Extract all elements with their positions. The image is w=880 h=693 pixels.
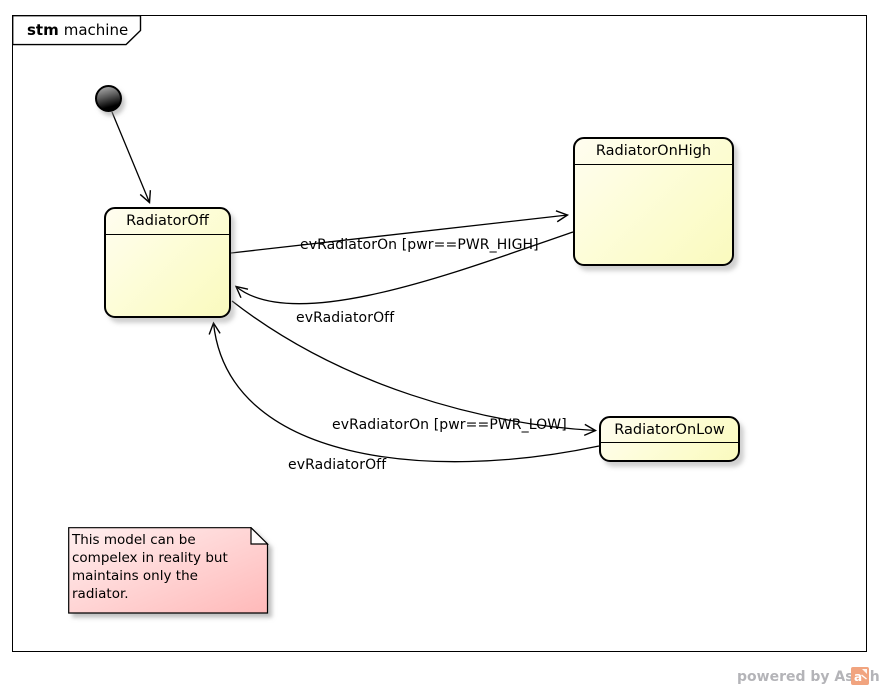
- transition-off-to-high[interactable]: [230, 215, 568, 254]
- state-radiator-on-low[interactable]: RadiatorOnLow: [599, 416, 740, 462]
- transition-label-high-to-off: evRadiatorOff: [296, 310, 395, 326]
- note-line: maintains only the: [72, 568, 198, 584]
- astah-logo-icon[interactable]: a: [851, 667, 869, 685]
- transition-label-low-to-off: evRadiatorOff: [288, 457, 387, 473]
- frame-tab: [12, 15, 142, 46]
- state-radiator-on-high[interactable]: RadiatorOnHigh: [573, 137, 734, 266]
- note-fold-corner: [250, 526, 269, 545]
- note[interactable]: This model can be compelex in reality bu…: [68, 526, 278, 627]
- note-line: This model can be: [72, 532, 196, 548]
- note-body: [68, 527, 269, 614]
- transition-label-off-to-low: evRadiatorOn [pwr==PWR_LOW]: [332, 417, 567, 433]
- frame-name: machine: [63, 21, 129, 39]
- transition-off-to-low[interactable]: [231, 300, 596, 431]
- note-line: radiator.: [72, 586, 129, 602]
- state-radiator-off[interactable]: RadiatorOff: [104, 207, 231, 318]
- state-name-label: RadiatorOnHigh: [575, 139, 732, 165]
- transition-high-to-off[interactable]: [236, 231, 574, 305]
- frame-tab-shape: [12, 15, 142, 46]
- state-name-label: RadiatorOnLow: [601, 418, 738, 443]
- frame-keyword: stm: [27, 21, 59, 39]
- note-shape: [68, 526, 269, 614]
- state-name-label: RadiatorOff: [106, 209, 229, 235]
- transition-low-to-off[interactable]: [214, 323, 600, 463]
- transition-initial-to-off[interactable]: [111, 111, 150, 203]
- note-text: This model can be compelex in reality bu…: [72, 531, 228, 603]
- diagram-frame: [12, 15, 867, 652]
- powered-by-astah-text: powered by Astah: [737, 669, 880, 685]
- svg-text:a: a: [854, 670, 862, 684]
- transition-label-off-to-high: evRadiatorOn [pwr==PWR_HIGH]: [300, 237, 539, 253]
- note-line: compelex in reality but: [72, 550, 228, 566]
- initial-state-node[interactable]: [95, 85, 122, 112]
